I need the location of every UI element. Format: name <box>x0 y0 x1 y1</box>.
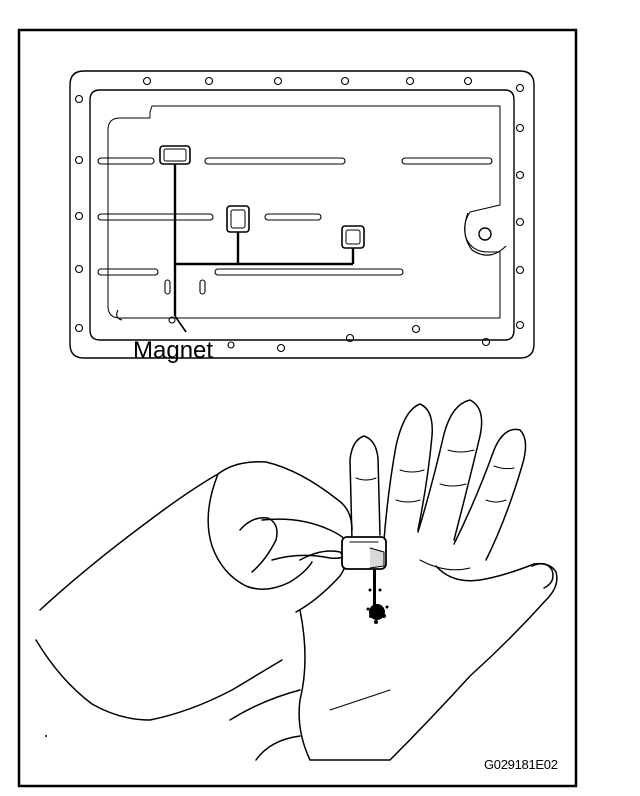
right-thumb <box>531 563 554 589</box>
left-sleeve <box>39 461 353 611</box>
hands-illustration <box>35 399 558 761</box>
oil-pan-floor <box>107 105 501 319</box>
metal-particles <box>366 569 389 624</box>
left-hand-palm <box>207 473 313 590</box>
oil-pan <box>69 70 535 359</box>
right-little-finger <box>453 428 527 561</box>
figure-frame <box>17 28 578 788</box>
right-middle-finger <box>383 403 433 541</box>
figure-code: G029181E02 <box>484 757 558 772</box>
magnets <box>159 145 365 249</box>
magnet-2 <box>226 205 250 233</box>
magnet-1 <box>159 145 191 165</box>
left-forearm-edge <box>35 639 283 721</box>
bolt-holes <box>74 76 525 353</box>
left-index-finger <box>239 517 278 573</box>
pan-ribs <box>97 157 493 321</box>
right-palm <box>298 562 558 761</box>
oil-pan-inner-lip <box>89 89 515 341</box>
drain-boss <box>478 227 492 241</box>
stray-dot <box>45 735 47 737</box>
right-sleeve <box>229 689 301 721</box>
right-cuff <box>255 735 301 761</box>
held-magnet <box>341 536 387 570</box>
left-lower-finger <box>295 550 346 613</box>
magnet-3 <box>341 225 365 249</box>
right-ring-finger <box>417 399 483 541</box>
finger-creases <box>329 449 515 711</box>
magnet-leader-lines <box>173 164 355 333</box>
drain-boss-outline <box>464 212 507 256</box>
magnet-label: Magnet <box>133 337 214 364</box>
right-index-finger <box>349 435 381 541</box>
oil-pan-outer-flange <box>69 70 535 359</box>
